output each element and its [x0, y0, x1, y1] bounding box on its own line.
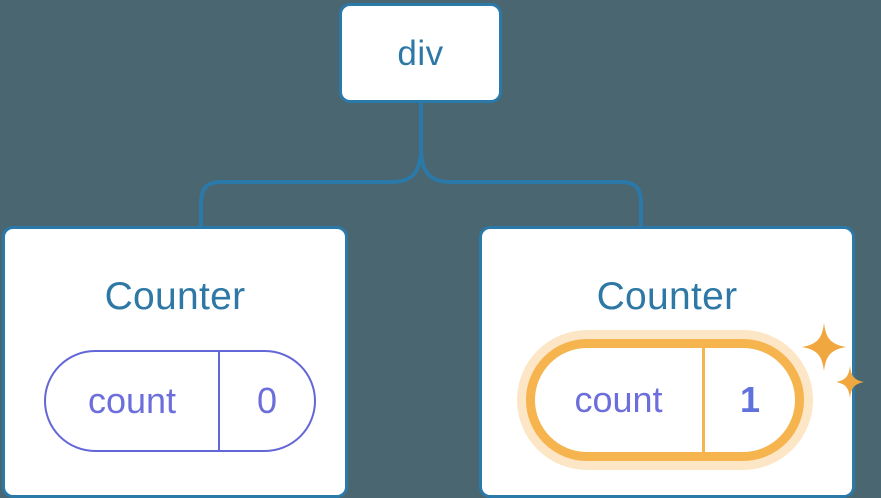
tree-node-counter-left[interactable]: Counter count 0 [2, 226, 348, 498]
counter-right-title: Counter [596, 275, 738, 318]
state-pill-key-cell: count [535, 348, 702, 452]
state-key-label: count [87, 380, 177, 421]
state-key-label: count [574, 379, 663, 420]
state-pill-value-cell: 0 [218, 352, 314, 450]
sparkle-group [802, 323, 864, 398]
tree-node-div[interactable]: div [339, 3, 502, 103]
state-value-label: 1 [739, 379, 761, 420]
state-pill-key-cell: count [46, 352, 218, 450]
state-pill-value-cell: 1 [702, 348, 795, 452]
state-value-label: 0 [256, 380, 278, 421]
tree-node-counter-right[interactable]: Counter count 1 [479, 226, 864, 498]
div-node-label: div [397, 33, 444, 73]
connector-left [199, 147, 423, 228]
sparkle-icon-large [802, 323, 846, 371]
state-pill-count-right[interactable]: count 1 [526, 339, 804, 461]
state-pill-count-left[interactable]: count 0 [44, 350, 316, 452]
counter-left-title: Counter [104, 275, 246, 318]
connector-right [419, 147, 643, 228]
sparkle-icon-small [836, 366, 864, 398]
